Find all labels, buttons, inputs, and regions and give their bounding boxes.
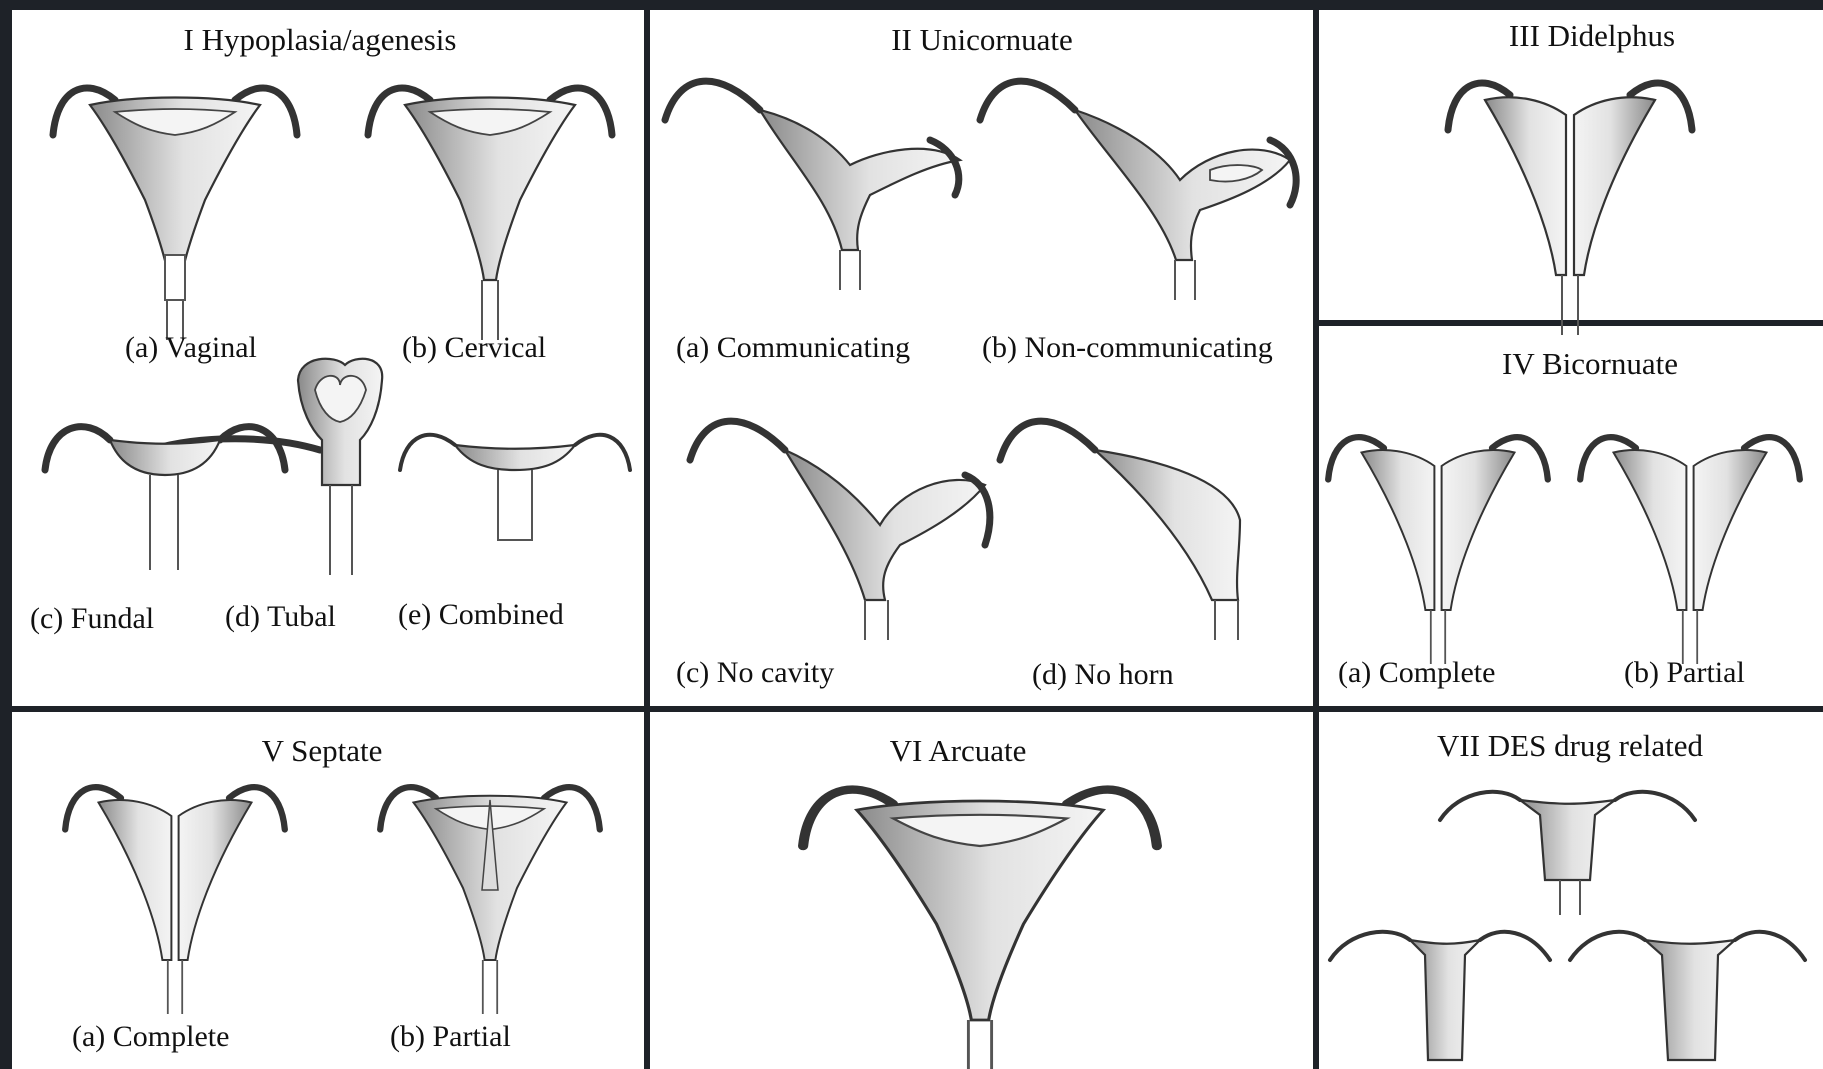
panel-title-ii: II Unicornuate bbox=[891, 24, 1073, 55]
label-bicornuate-partial: (b) Partial bbox=[1624, 658, 1745, 688]
panel-title-iii: III Didelphus bbox=[1509, 20, 1675, 51]
label-septate-complete: (a) Complete bbox=[72, 1022, 229, 1052]
panel-title-v: V Septate bbox=[262, 735, 383, 766]
label-tubal: (d) Tubal bbox=[225, 602, 336, 632]
label-non-communicating: (b) Non-communicating bbox=[982, 333, 1273, 363]
panel-iii bbox=[1319, 10, 1823, 320]
label-combined: (e) Combined bbox=[398, 600, 564, 630]
label-septate-partial: (b) Partial bbox=[390, 1022, 511, 1052]
label-vaginal: (a) Vaginal bbox=[125, 333, 257, 363]
label-bicornuate-complete: (a) Complete bbox=[1338, 658, 1495, 688]
label-communicating: (a) Communicating bbox=[676, 333, 910, 363]
label-cervical: (b) Cervical bbox=[402, 333, 546, 363]
panel-vii bbox=[1319, 712, 1823, 1069]
label-fundal: (c) Fundal bbox=[30, 604, 154, 634]
label-no-cavity: (c) No cavity bbox=[676, 658, 834, 688]
panel-title-vi: VI Arcuate bbox=[890, 735, 1027, 766]
panel-title-vii: VII DES drug related bbox=[1437, 730, 1703, 761]
label-no-horn: (d) No horn bbox=[1032, 660, 1174, 690]
panel-title-i: I Hypoplasia/agenesis bbox=[184, 24, 457, 55]
panel-title-iv: IV Bicornuate bbox=[1502, 348, 1678, 379]
